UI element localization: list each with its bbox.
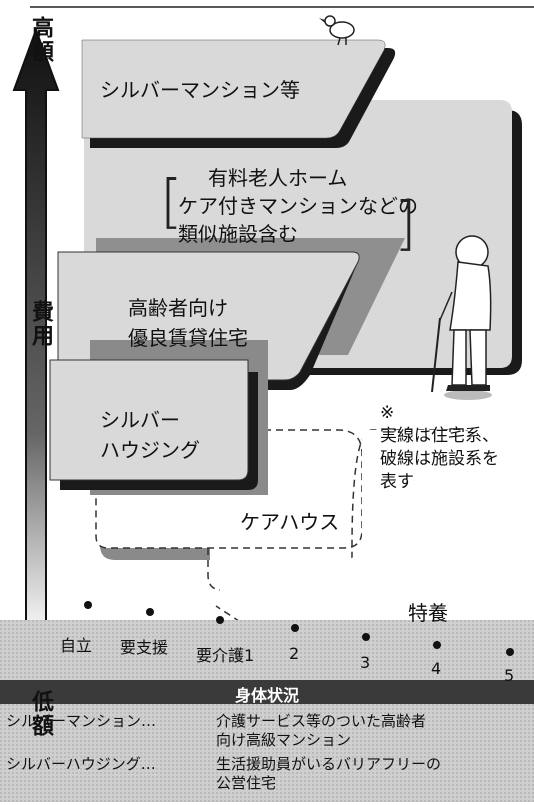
bottom-band — [0, 620, 534, 802]
axis-label-low: 低額 — [28, 690, 53, 738]
note-line3: 表す — [380, 472, 414, 492]
legend-desc-silver-housing-line2: 公営住宅 — [216, 774, 277, 792]
elderly-rental-label-line2: 優良賃貸住宅 — [128, 326, 248, 350]
axis-label-cost: 費用 — [28, 300, 53, 348]
paid-home-bracket-left: [ — [160, 167, 183, 235]
level-label-support: 要支援 — [120, 638, 169, 657]
legend-term-silver-housing: シルバーハウジング… — [6, 755, 156, 773]
paid-home-label-line2: ケア付きマンションなどの — [178, 194, 418, 218]
note-line1: 実線は住宅系、 — [380, 426, 499, 446]
paid-home-bracket-right: ] — [394, 189, 417, 257]
special-nursing-label: 特養 — [408, 601, 448, 625]
legend-desc-silver-housing-line1: 生活援助員がいるバリアフリーの — [216, 755, 442, 773]
level-label-3: 3 — [360, 653, 371, 672]
x-axis-title: 身体状況 — [234, 686, 299, 705]
care-house-label: ケアハウス — [240, 510, 340, 534]
level-label-independent: 自立 — [60, 636, 93, 655]
silver-housing-block — [49, 340, 268, 495]
legend-desc-silver-mansion-line2: 向け高級マンション — [216, 731, 352, 749]
level-label-care1: 要介護1 — [196, 646, 255, 665]
legend-desc-silver-mansion-line1: 介護サービス等のついた高齢者 — [216, 712, 427, 730]
paid-home-label-line3: 類似施設含む — [178, 222, 298, 246]
level-label-5: 5 — [504, 666, 515, 685]
legend-term-silver-mansion: シルバーマンション… — [6, 712, 157, 730]
bird-illustration — [319, 15, 355, 46]
paid-home-label-line1: 有料老人ホーム — [208, 166, 348, 190]
level-label-2: 2 — [289, 644, 300, 663]
silver-housing-label-line1: シルバー — [100, 408, 180, 432]
elderly-person-illustration — [431, 235, 492, 400]
note-mark: ※ — [380, 403, 395, 423]
note-line2: 破線は施設系を — [380, 449, 499, 469]
silver-housing-label-line2: ハウジング — [100, 438, 200, 462]
silver-mansion-label: シルバーマンション等 — [100, 78, 300, 102]
silver-mansion-block — [81, 39, 396, 148]
elderly-rental-label-line1: 高齢者向け — [128, 296, 228, 320]
level-label-4: 4 — [431, 659, 442, 678]
axis-label-high: 高額 — [28, 16, 53, 64]
x-title-bar — [0, 680, 534, 704]
level-dots — [84, 601, 514, 656]
